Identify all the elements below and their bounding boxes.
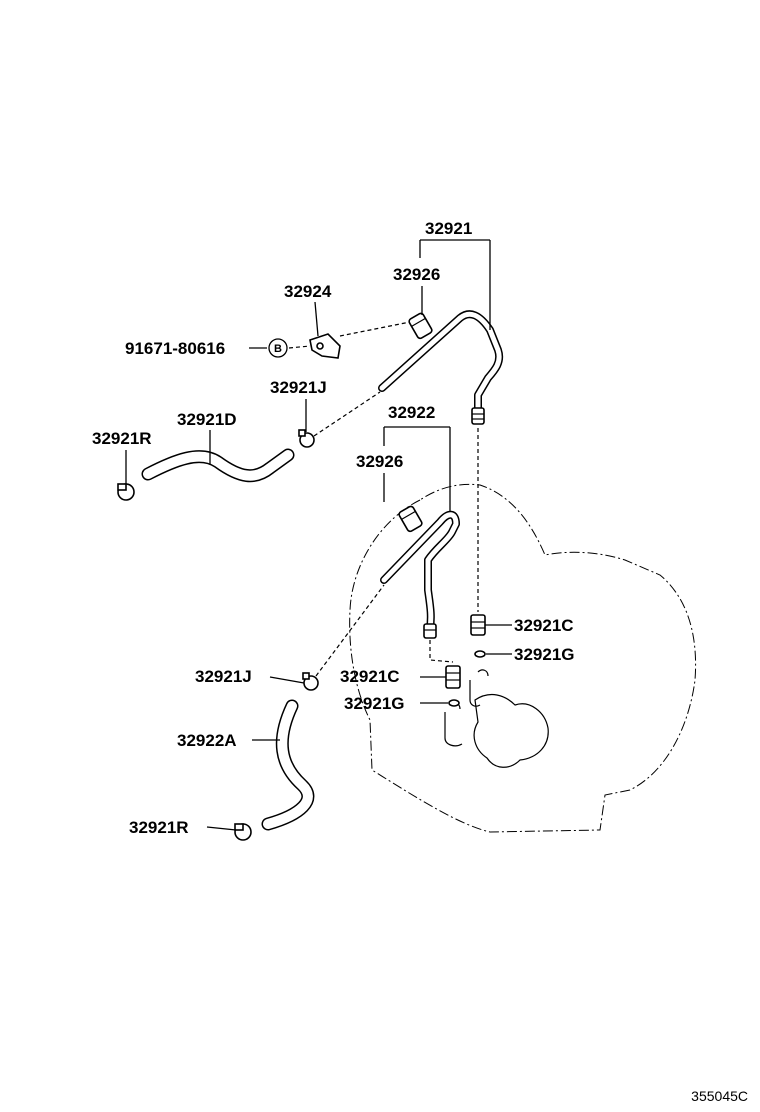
callout-32921r-bottom: 32921R xyxy=(129,818,189,837)
callout-32921c-mid: 32921C xyxy=(340,667,400,686)
gasket-32921g-mid xyxy=(448,699,460,707)
callout-32921g-mid: 32921G xyxy=(344,694,405,713)
leader-32921 xyxy=(419,239,491,330)
hose-32922a xyxy=(261,699,315,831)
callout-32921d: 32921D xyxy=(177,410,237,429)
callout-32922: 32922 xyxy=(388,403,435,422)
document-id: 355045C xyxy=(691,1088,748,1104)
dash-pipe-to-clip-bottom xyxy=(315,584,385,677)
callout-32922a: 32922A xyxy=(177,731,237,750)
callout-32921g-right: 32921G xyxy=(514,645,575,664)
svg-text:B: B xyxy=(274,343,282,355)
transmission-case-outline xyxy=(349,483,697,833)
callout-32921c-right: 32921C xyxy=(514,616,574,635)
leader-32921r-bottom xyxy=(206,826,237,831)
dash-lower-pipe-to-union xyxy=(429,640,454,663)
dash-pipe-to-clip-top xyxy=(313,391,381,437)
callout-32926-mid: 32926 xyxy=(356,452,403,471)
callout-91671-80616: 91671-80616 xyxy=(125,339,225,358)
leader-32922 xyxy=(383,426,451,512)
grommet-32926-lower xyxy=(398,505,423,533)
callout-32921-top: 32921 xyxy=(425,219,472,238)
leader-91671-to-bracket xyxy=(288,345,311,349)
gasket-32921g-right xyxy=(474,650,486,658)
callout-32926-top: 32926 xyxy=(393,265,440,284)
clip-32921j-top xyxy=(298,429,315,448)
clamp-32921r-top xyxy=(117,483,135,501)
grommet-32926-upper xyxy=(408,312,433,340)
union-32921c-right xyxy=(470,614,486,636)
callout-32921j-bottom: 32921J xyxy=(195,667,252,686)
pipe-32922 xyxy=(380,510,460,639)
clamp-32921r-bottom xyxy=(234,823,252,841)
pipe-32921 xyxy=(378,310,504,425)
hose-32921d xyxy=(141,448,295,483)
clip-32921j-bottom xyxy=(302,672,319,691)
leader-32921j-bottom xyxy=(269,676,305,684)
dash-bracket-to-grommet xyxy=(339,321,411,337)
callout-32924: 32924 xyxy=(284,282,332,301)
leader-32924 xyxy=(314,301,319,337)
callout-32921r-top: 32921R xyxy=(92,429,152,448)
callout-32921j-top: 32921J xyxy=(270,378,327,397)
bracket-32924 xyxy=(309,333,341,359)
union-32921c-mid xyxy=(445,665,461,689)
badge-b: B xyxy=(268,338,288,358)
